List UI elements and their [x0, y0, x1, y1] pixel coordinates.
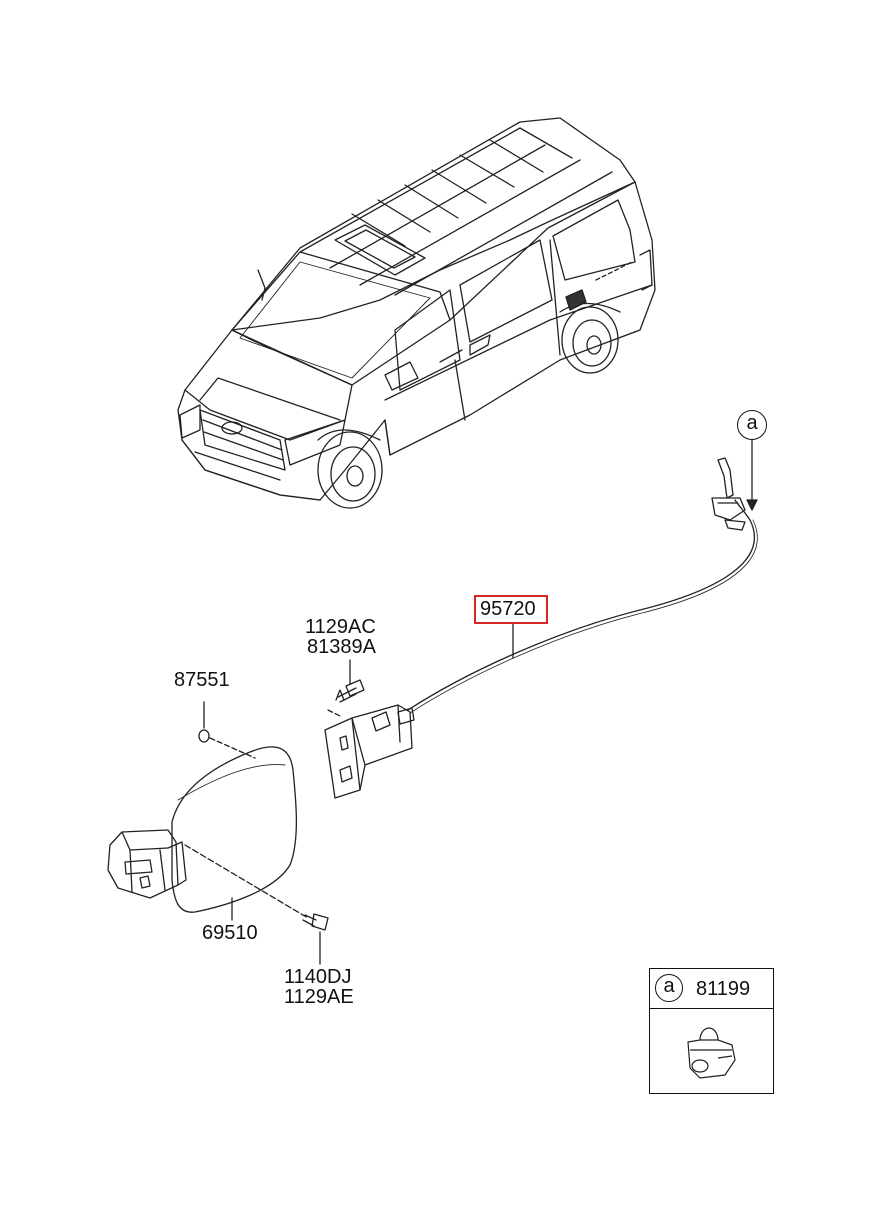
callout-cable-highlight: [474, 595, 548, 624]
callout-bolt-top-b: 81389A: [307, 636, 376, 658]
legend-box: a 81199: [649, 968, 774, 1094]
door-centerline: [184, 844, 309, 919]
bolt-1129ac-centerline: [327, 709, 341, 717]
fuel-filler-door: [171, 746, 298, 913]
van-illustration: [177, 117, 656, 509]
cable-clip-bracket: [711, 457, 746, 531]
clip-81199-icon: [687, 1027, 736, 1079]
callout-bolt-top-a: 1129AC: [305, 616, 376, 638]
bumper-87551: [198, 729, 210, 743]
callout-fuel-door: 69510: [202, 922, 258, 944]
fuel-door-actuator: [324, 704, 415, 799]
ref-marker-a: a: [737, 410, 767, 440]
legend-header: a 81199: [650, 969, 773, 1009]
callout-cable: 95720: [480, 598, 536, 620]
callout-bolt-bottom-b: 1129AE: [284, 986, 354, 1008]
callout-bolt-bottom-a: 1140DJ: [284, 966, 352, 988]
bumper-centerline: [209, 737, 256, 759]
fuel-door-hinge: [107, 829, 187, 899]
legend-marker-a: a: [655, 974, 683, 1002]
callout-bumper: 87551: [174, 669, 230, 691]
bolt-1140dj: [302, 913, 329, 931]
legend-part-number: 81199: [696, 978, 751, 1000]
fuel-door-release-cable: [407, 499, 758, 714]
bolt-1129ac: [335, 679, 365, 703]
